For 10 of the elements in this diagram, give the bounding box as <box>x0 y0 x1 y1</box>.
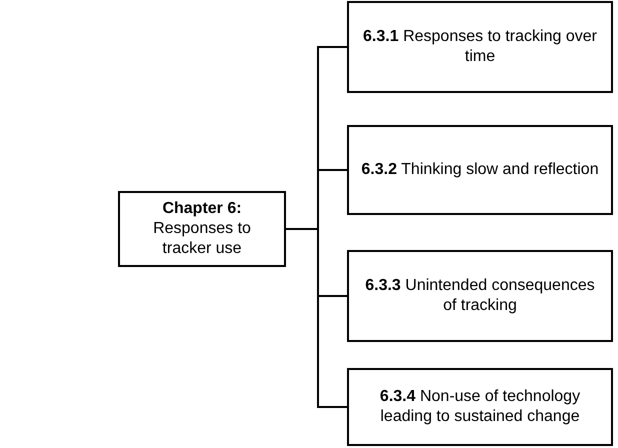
topic-box <box>347 1 613 93</box>
topic-text: 6.3.4 Non-use of technology leading to sustained change <box>378 387 582 427</box>
topic-text: 6.3.1 Responses to tracking over time <box>362 27 598 67</box>
topic-box <box>347 125 613 215</box>
topic-text: 6.3.2 Thinking slow and reflection <box>361 160 599 180</box>
topic-box <box>347 250 613 342</box>
topic-text: Chapter 6: Responses to tracker use <box>152 199 252 259</box>
topic-box <box>347 368 613 446</box>
topic-box <box>118 191 286 267</box>
topic-text: 6.3.3 Unintended consequences of tracking <box>364 276 596 316</box>
